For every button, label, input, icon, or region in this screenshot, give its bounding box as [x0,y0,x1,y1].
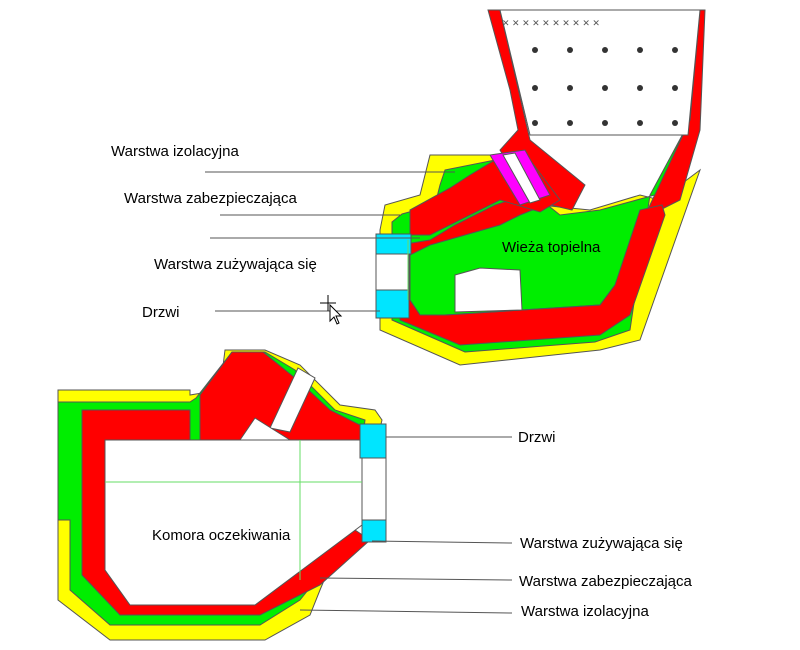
tower-hopper-interior [499,9,701,136]
label-tower-title: Wieża topielna [502,239,601,256]
label-chamber-door: Drzwi [518,429,556,446]
chamber-door-upper [359,423,387,459]
tower-door-opening [375,253,410,291]
tower-door-upper [375,233,412,255]
tower-leader-lines [205,171,455,312]
holding-chamber [57,349,387,641]
tower-burner-grid: ✕ ✕ ✕ ✕ ✕ ✕ ✕ ✕ ✕ ✕ [502,18,678,126]
tower-x-marks: ✕ ✕ ✕ ✕ ✕ ✕ ✕ ✕ ✕ ✕ [502,18,600,28]
chamber-wall-slot [269,367,316,433]
label-chamber-title: Komora oczekiwania [152,527,291,544]
melting-tower: ✕ ✕ ✕ ✕ ✕ ✕ ✕ ✕ ✕ ✕ [375,9,706,366]
chamber-door-opening [361,457,387,521]
tower-door-lower [375,289,410,319]
chamber-leader-lines [299,436,513,614]
label-chamber-insulation: Warstwa izolacyjna [521,603,649,620]
label-tower-wear: Warstwa zużywająca się [154,256,317,273]
label-tower-protective: Warstwa zabezpieczająca [124,190,298,207]
label-chamber-protective: Warstwa zabezpieczająca [519,573,693,590]
tower-internal-block [454,267,523,313]
tower-chamber-outline [409,284,616,316]
label-tower-insulation: Warstwa izolacyjna [111,143,239,160]
move-cursor-icon [320,295,343,325]
chamber-door-lower [361,519,387,543]
chamber-wall-notch [239,417,292,441]
label-chamber-wear: Warstwa zużywająca się [520,535,683,552]
label-tower-door: Drzwi [142,304,180,321]
tower-burner-slot [502,152,541,204]
